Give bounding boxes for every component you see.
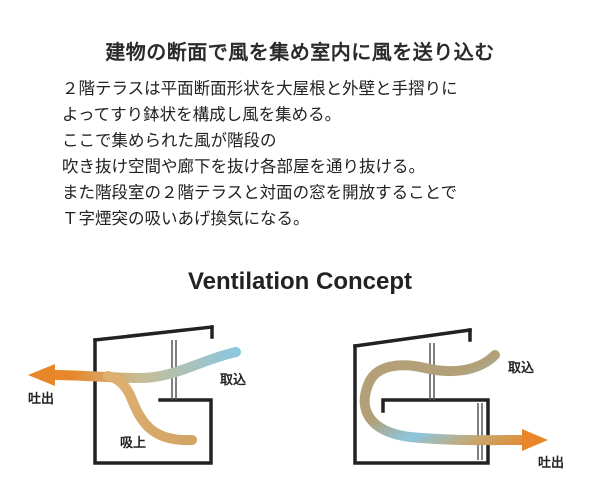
description-line: また階段室の２階テラスと対面の窓を開放することで (62, 183, 458, 202)
airflow-suction-arrow (103, 371, 197, 446)
building-outline (93, 325, 214, 465)
description-line: Ｔ字煙突の吸いあげ換気になる。 (62, 209, 310, 228)
page-title: 建物の断面で風を集め室内に風を送り込む (105, 40, 495, 64)
right-section-diagram: 取込 吐出 (353, 328, 564, 471)
description-line: よってすり鉢状を構成し風を集める。 (62, 105, 342, 124)
concept-title: Ventilation Concept (187, 268, 412, 295)
description-line: ２階テラスは平面断面形状を大屋根と外壁と手摺りに (62, 79, 458, 98)
exterior-wall (93, 338, 213, 465)
exhaust-label: 吐出 (28, 391, 54, 407)
left-section-diagram: 取込 吐出 吸上 (28, 325, 247, 465)
airflow-path (359, 350, 530, 446)
intake-label: 取込 (508, 360, 535, 376)
intake-label: 取込 (220, 372, 247, 388)
exhaust-label: 吐出 (538, 455, 564, 471)
suction-label: 吸上 (120, 436, 146, 451)
building-outline (353, 328, 490, 465)
exhaust-arrowhead (28, 364, 55, 386)
roof-line (93, 325, 214, 342)
airflow-intake-arrow (50, 347, 241, 384)
exterior-wall (353, 344, 490, 465)
description: ２階テラスは平面断面形状を大屋根と外壁と手摺りに よってすり鉢状を構成し風を集め… (62, 76, 582, 232)
description-line: ここで集められた風が階段の (62, 131, 277, 150)
description-line: 吹き抜け空間や廊下を抜け各部屋を通り抜ける。 (62, 157, 425, 176)
roof-line (353, 328, 472, 348)
exhaust-arrowhead (522, 429, 548, 451)
